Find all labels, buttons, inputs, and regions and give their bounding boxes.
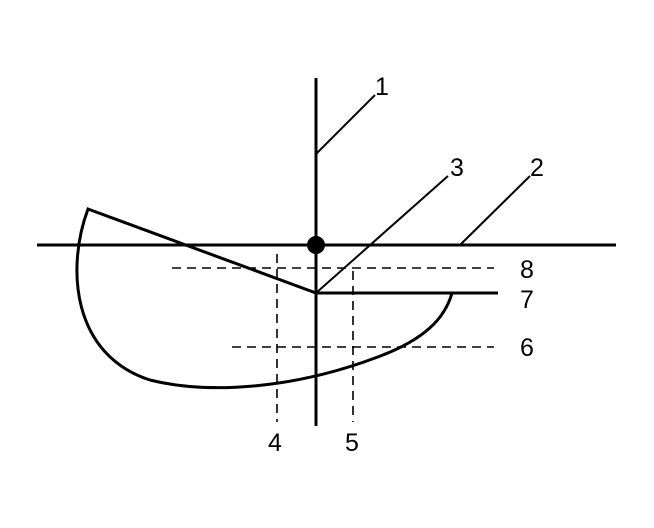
leader-line-3 [315, 175, 449, 294]
callout-1: 1 [375, 73, 389, 101]
callout-8: 8 [520, 256, 534, 284]
callout-5: 5 [345, 429, 359, 457]
callout-4: 4 [268, 429, 282, 457]
curved-contour-shape [75, 207, 454, 390]
callout-6: 6 [520, 334, 534, 362]
callout-3: 3 [450, 154, 464, 182]
pivot-point [307, 236, 325, 254]
leader-line-2 [459, 175, 531, 246]
callout-2: 2 [530, 154, 544, 182]
leader-line-1 [315, 94, 376, 155]
callout-7: 7 [520, 286, 534, 314]
